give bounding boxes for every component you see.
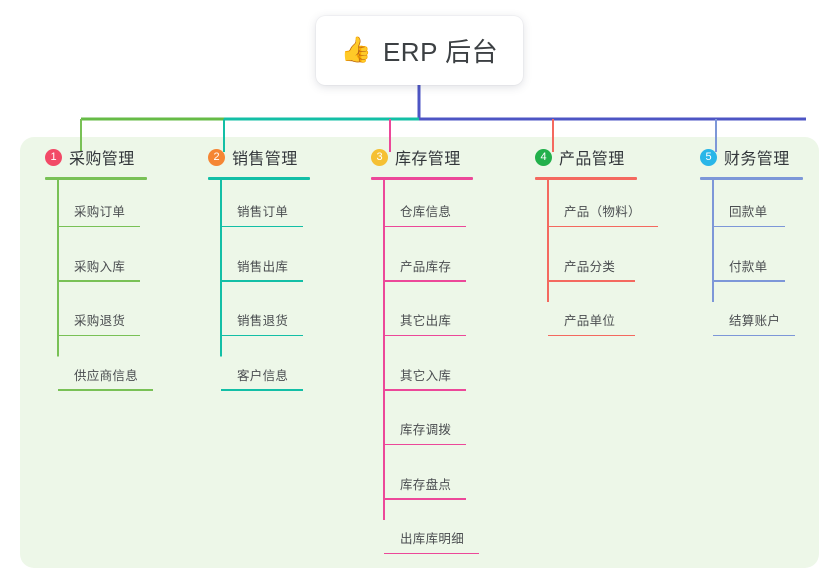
root-node-title: ERP 后台: [382, 37, 499, 67]
leaf-node[interactable]: 付款单: [713, 242, 785, 282]
branch-number-badge: 4: [535, 148, 552, 166]
leaf-label: 库存盘点: [400, 477, 452, 492]
leaf-node[interactable]: 产品库存: [384, 242, 466, 282]
leaf-node[interactable]: 其它出库: [384, 296, 466, 336]
leaf-underline: [58, 225, 140, 227]
leaf-node[interactable]: 其它入库: [384, 351, 466, 391]
leaf-underline: [221, 389, 303, 391]
branch-panel: [20, 137, 819, 568]
branch-column-3: 3 库存管理仓库信息产品库存其它出库其它入库库存调拨库存盘点出库库明细: [371, 146, 479, 554]
leaf-node[interactable]: 采购订单: [58, 187, 140, 227]
leaf-label: 采购入库: [74, 259, 126, 274]
leaf-node[interactable]: 产品分类: [548, 242, 635, 282]
branch-column-2: 2 销售管理销售订单销售出库销售退货客户信息: [208, 146, 310, 391]
leaf-node[interactable]: 供应商信息: [58, 351, 153, 391]
branch-header-4[interactable]: 4 产品管理: [535, 146, 637, 168]
branch-underline: [700, 177, 803, 180]
leaf-node[interactable]: 销售退货: [221, 296, 303, 336]
leaf-node[interactable]: 销售出库: [221, 242, 303, 282]
branch-number-badge: 2: [208, 148, 225, 166]
leaf-underline: [384, 498, 466, 500]
leaf-underline: [384, 225, 466, 227]
leaf-underline: [384, 280, 466, 282]
branch-title: 财务管理: [724, 151, 790, 168]
leaf-node[interactable]: 仓库信息: [384, 187, 466, 227]
branch-column-4: 4 产品管理产品（物料） 产品分类产品单位: [535, 146, 658, 336]
leaf-underline: [548, 280, 635, 282]
branch-number-badge: 1: [45, 148, 62, 166]
leaf-node[interactable]: 结算账户: [713, 296, 795, 336]
leaf-label: 回款单: [729, 205, 768, 219]
leaf-underline: [384, 443, 466, 445]
root-node-content: 👍 ERP 后台: [341, 32, 498, 69]
leaf-label: 付款单: [729, 259, 768, 274]
leaf-underline: [384, 552, 479, 554]
leaf-label: 销售退货: [237, 314, 289, 328]
leaf-label: 其它入库: [400, 368, 452, 383]
leaf-node[interactable]: 采购退货: [58, 296, 140, 336]
leaf-node[interactable]: 库存盘点: [384, 460, 466, 500]
leaf-label: 结算账户: [729, 314, 781, 328]
leaf-label: 其它出库: [400, 314, 452, 328]
branch-header-2[interactable]: 2 销售管理: [208, 146, 310, 168]
leaf-underline: [384, 389, 466, 391]
thumbs-up-emoji: 👍: [340, 36, 372, 64]
leaf-node[interactable]: 库存调拨: [384, 405, 466, 445]
leaf-underline: [58, 334, 140, 336]
leaf-underline: [58, 280, 140, 282]
branch-column-5: 5 财务管理回款单付款单结算账户: [700, 146, 803, 336]
leaf-label: 采购退货: [74, 314, 126, 328]
leaf-underline: [713, 334, 795, 336]
leaf-node[interactable]: 采购入库: [58, 242, 140, 282]
leaf-label: 仓库信息: [400, 205, 452, 219]
leaf-node[interactable]: 产品单位: [548, 296, 635, 336]
leaf-label: 客户信息: [237, 368, 289, 383]
leaf-label: 销售订单: [237, 205, 289, 219]
branch-underline: [208, 177, 310, 180]
branch-underline: [371, 177, 473, 180]
branch-title: 销售管理: [232, 151, 298, 168]
leaf-label: 产品分类: [564, 259, 616, 274]
branch-title: 采购管理: [69, 151, 135, 168]
leaf-underline: [58, 389, 153, 391]
leaf-node[interactable]: 产品（物料）: [548, 187, 658, 227]
leaf-node[interactable]: 出库库明细: [384, 514, 479, 554]
branch-number-badge: 5: [700, 148, 717, 166]
leaf-label: 采购订单: [74, 205, 126, 219]
branch-header-3[interactable]: 3 库存管理: [371, 146, 473, 168]
leaf-label: 库存调拨: [400, 423, 452, 437]
leaf-label: 出库库明细: [400, 532, 465, 546]
branch-column-1: 1 采购管理采购订单采购入库采购退货供应商信息: [45, 146, 153, 391]
leaf-node[interactable]: 销售订单: [221, 187, 303, 227]
leaf-underline: [548, 225, 658, 227]
root-node-card[interactable]: 👍 ERP 后台: [316, 16, 523, 85]
leaf-underline: [713, 225, 785, 227]
leaf-label: 产品库存: [400, 259, 452, 274]
leaf-label: 供应商信息: [74, 368, 139, 383]
branch-header-1[interactable]: 1 采购管理: [45, 146, 147, 168]
branch-header-5[interactable]: 5 财务管理: [700, 146, 803, 168]
leaf-label: 产品单位: [564, 314, 616, 328]
leaf-node[interactable]: 客户信息: [221, 351, 303, 391]
leaf-underline: [384, 334, 466, 336]
leaf-label: 产品（物料）: [564, 205, 641, 219]
branch-underline: [535, 177, 637, 180]
branch-title: 产品管理: [559, 151, 625, 168]
leaf-underline: [221, 280, 303, 282]
leaf-node[interactable]: 回款单: [713, 187, 785, 227]
leaf-underline: [221, 334, 303, 336]
leaf-label: 销售出库: [237, 259, 289, 274]
leaf-underline: [548, 334, 635, 336]
branch-underline: [45, 177, 147, 180]
leaf-underline: [713, 280, 785, 282]
branch-number-badge: 3: [371, 148, 388, 166]
leaf-underline: [221, 225, 303, 227]
branch-title: 库存管理: [395, 151, 461, 168]
